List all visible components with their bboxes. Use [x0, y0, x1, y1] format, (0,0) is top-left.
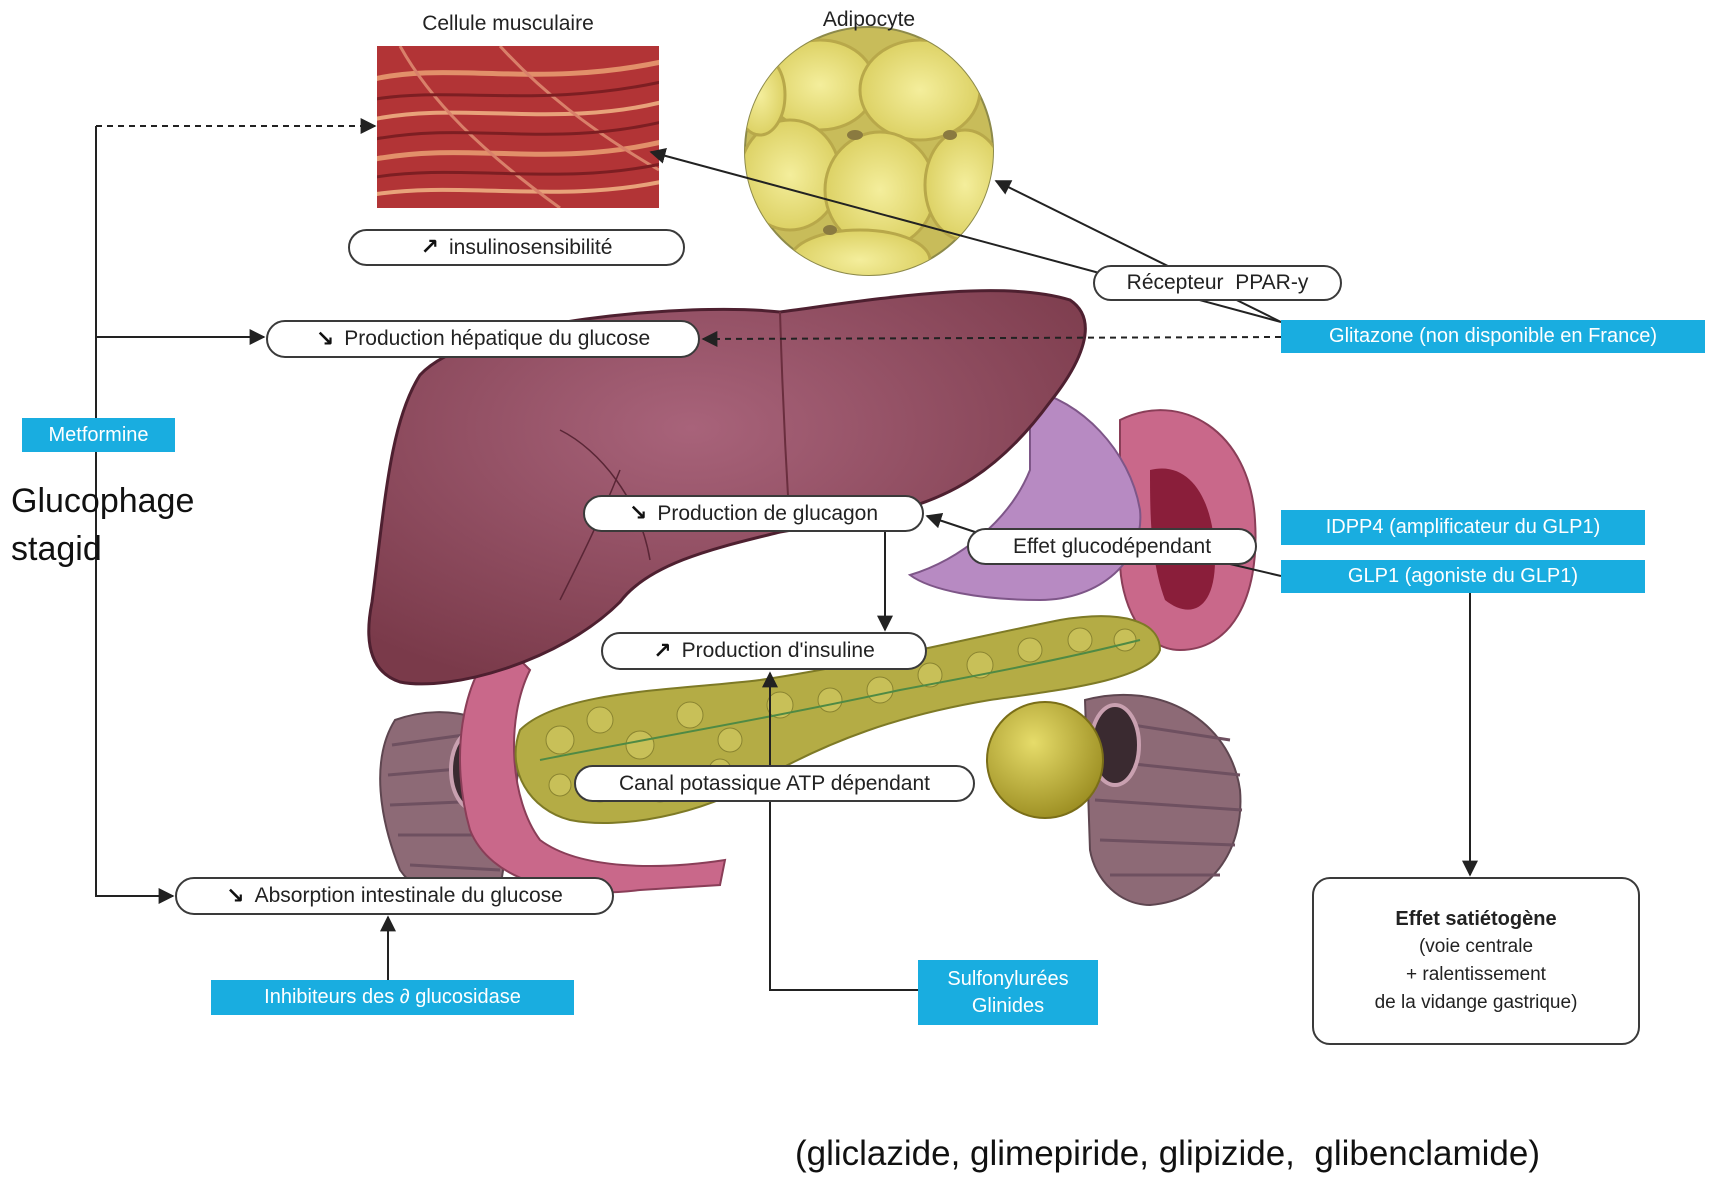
- colon-right: [1085, 695, 1242, 905]
- sulfonylurees-text: Sulfonylurées: [947, 966, 1068, 993]
- effet-satietogene-title: Effet satiétogène: [1395, 905, 1556, 933]
- connector-lines: [96, 126, 1470, 990]
- insulinosensibilite-label: insulinosensibilité: [348, 229, 685, 266]
- production-hepatique-text: Production hépatique du glucose: [344, 327, 650, 351]
- muscle-cell-title: Cellule musculaire: [408, 12, 608, 36]
- muscle-cell-image: [370, 46, 670, 208]
- absorption-intestinale-text: Absorption intestinale du glucose: [255, 884, 563, 908]
- production-insuline-text: Production d'insuline: [682, 639, 875, 663]
- metformine-brand-glucophage: Glucophage: [11, 478, 194, 524]
- canal-potassique-label: Canal potassique ATP dépendant: [574, 765, 975, 802]
- glitazone-box: Glitazone (non disponible en France): [1281, 320, 1705, 353]
- absorption-intestinale-label: Absorption intestinale du glucose: [175, 877, 614, 915]
- increase-arrow-icon: [421, 235, 439, 260]
- effet-glucodependant-label: Effet glucodépendant: [967, 528, 1257, 565]
- idpp4-box: IDPP4 (amplificateur du GLP1): [1281, 510, 1645, 545]
- satiety-line: de la vidange gastrique): [1375, 989, 1578, 1017]
- production-glucagon-label: Production de glucagon: [583, 495, 924, 532]
- gallbladder-ball: [987, 702, 1103, 818]
- inhibiteurs-box: Inhibiteurs des ∂ glucosidase: [211, 980, 574, 1015]
- decrease-arrow-icon: [629, 501, 647, 526]
- adipocyte-title: Adipocyte: [789, 8, 949, 32]
- increase-arrow-icon: [653, 639, 671, 664]
- sulfonylurees-box: Sulfonylurées Glinides: [918, 960, 1098, 1025]
- decrease-arrow-icon: [226, 884, 244, 909]
- glinides-text: Glinides: [972, 993, 1044, 1020]
- recepteur-ppar-label: Récepteur PPAR-y: [1093, 265, 1342, 301]
- satiety-line: + ralentissement: [1406, 961, 1546, 989]
- metformine-box: Metformine: [22, 418, 175, 452]
- sulfonylurees-examples: (gliclazide, glimepiride, glipizide, gli…: [630, 1134, 1705, 1174]
- effet-satietogene-box: Effet satiétogène (voie centrale + ralen…: [1312, 877, 1640, 1045]
- production-hepatique-label: Production hépatique du glucose: [266, 320, 700, 358]
- decrease-arrow-icon: [316, 327, 334, 352]
- adipocyte-image: [735, 27, 1005, 290]
- glp1-box: GLP1 (agoniste du GLP1): [1281, 560, 1645, 593]
- production-insuline-label: Production d'insuline: [601, 632, 927, 670]
- satiety-line: (voie centrale: [1419, 933, 1533, 961]
- insulinosensibilite-text: insulinosensibilité: [449, 236, 612, 260]
- production-glucagon-text: Production de glucagon: [657, 502, 878, 526]
- metformine-brand-stagid: stagid: [11, 526, 102, 572]
